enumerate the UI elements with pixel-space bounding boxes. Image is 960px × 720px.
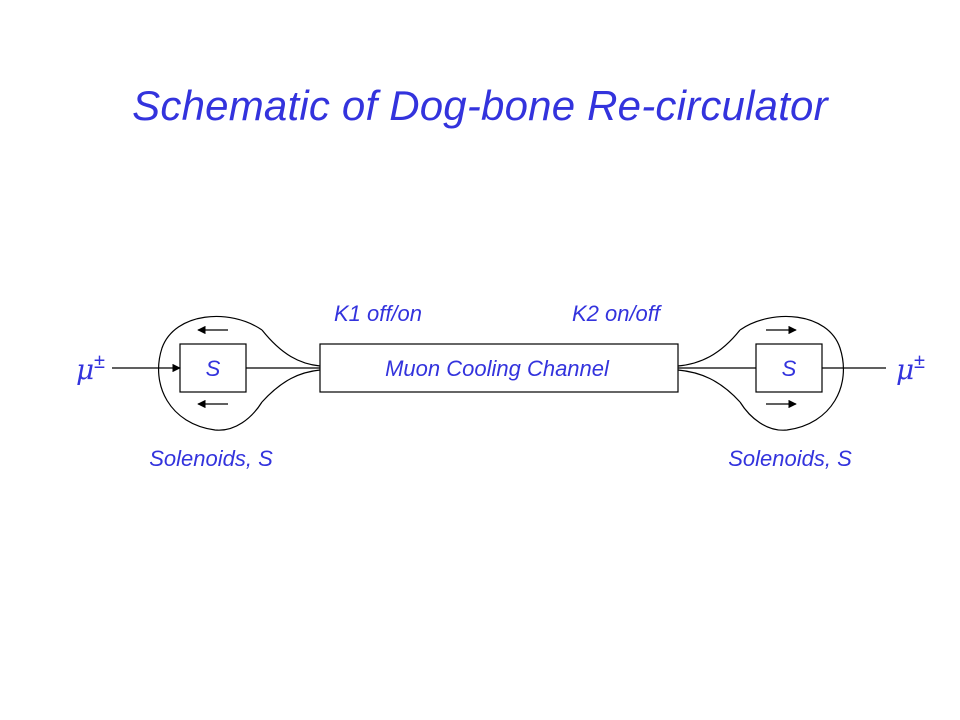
left-merge-upper (261, 329, 321, 367)
muon-left-label: μ ± (76, 351, 105, 386)
kicker-k1-label: K1 off/on (334, 301, 422, 326)
left-merge-lower (261, 369, 321, 403)
muon-right-charge: ± (914, 351, 925, 373)
muon-cooling-channel-label: Muon Cooling Channel (385, 356, 610, 381)
right-solenoid-loop (739, 315, 844, 431)
left-solenoid-label: S (206, 356, 221, 381)
muon-right-label: μ ± (896, 351, 925, 386)
muon-right-symbol: μ (896, 353, 914, 386)
muon-left-symbol: μ (76, 353, 94, 386)
muon-left-charge: ± (94, 351, 105, 373)
solenoids-right-caption: Solenoids, S (728, 446, 852, 471)
right-merge-lower (677, 369, 741, 403)
right-merge-upper (677, 329, 741, 367)
slide-title: Schematic of Dog-bone Re-circulator (132, 82, 828, 129)
kicker-k2-label: K2 on/off (572, 301, 663, 326)
right-solenoid-label: S (782, 356, 797, 381)
left-solenoid-loop (158, 315, 263, 431)
solenoids-left-caption: Solenoids, S (149, 446, 273, 471)
